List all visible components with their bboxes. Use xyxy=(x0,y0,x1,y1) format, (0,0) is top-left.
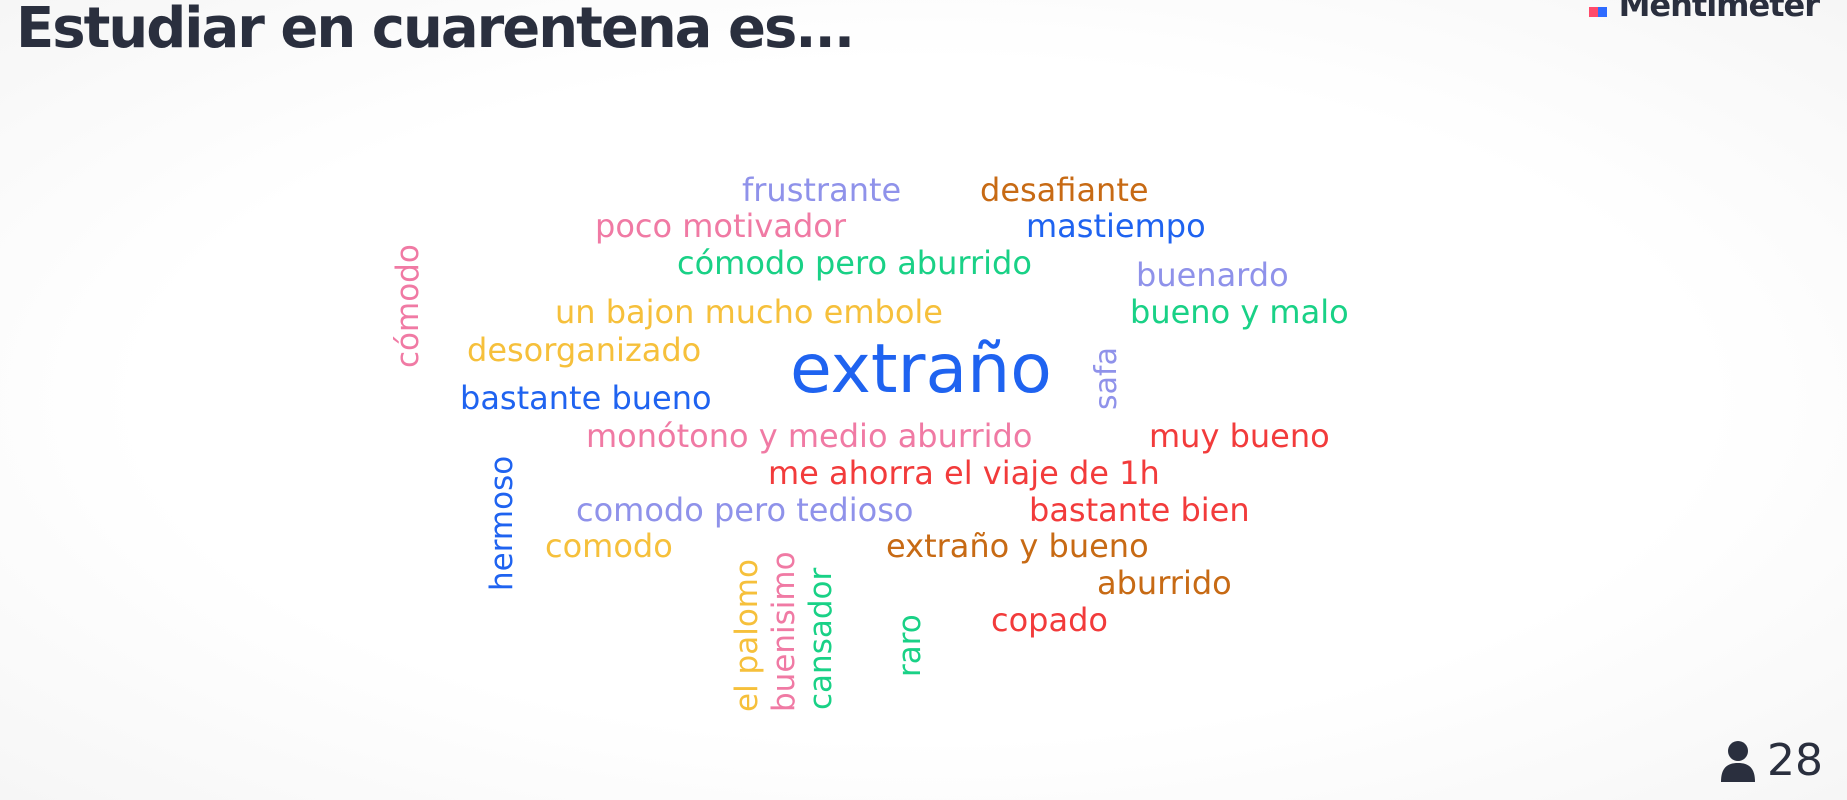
word-cloud-word: raro xyxy=(892,614,928,677)
word-cloud-word: extraño xyxy=(790,330,1052,409)
word-cloud-word: cansador xyxy=(803,567,839,710)
word-cloud-word: comodo xyxy=(545,527,673,565)
brand: Mentimeter xyxy=(1588,0,1820,24)
word-cloud-word: me ahorra el viaje de 1h xyxy=(768,454,1160,492)
word-cloud-word: desorganizado xyxy=(467,331,702,369)
word-cloud-word: mastiempo xyxy=(1026,207,1206,245)
word-cloud-word: safa xyxy=(1089,347,1124,410)
person-icon xyxy=(1721,740,1755,782)
word-cloud-word: copado xyxy=(991,601,1108,639)
word-cloud-word: desafiante xyxy=(980,171,1149,209)
participant-count-value: 28 xyxy=(1767,735,1823,786)
word-cloud-word: comodo pero tedioso xyxy=(576,491,914,529)
word-cloud-word: buenardo xyxy=(1136,256,1289,294)
word-cloud-word: muy bueno xyxy=(1149,417,1330,455)
slide-title: Estudiar en cuarentena es... xyxy=(16,0,855,61)
word-cloud-word: cómodo xyxy=(390,244,426,368)
participant-count: 28 xyxy=(1719,735,1823,786)
word-cloud-word: aburrido xyxy=(1097,564,1232,602)
mentimeter-logo-icon xyxy=(1588,0,1613,17)
word-cloud-word: monótono y medio aburrido xyxy=(586,417,1033,455)
word-cloud-word: extraño y bueno xyxy=(886,527,1149,565)
word-cloud-word: cómodo pero aburrido xyxy=(677,244,1032,282)
word-cloud-word: buenisimo xyxy=(766,551,802,712)
word-cloud-word: bastante bien xyxy=(1029,491,1250,529)
word-cloud-word: bastante bueno xyxy=(460,379,712,417)
word-cloud-word: poco motivador xyxy=(595,207,847,245)
word-cloud-word: hermoso xyxy=(484,455,520,591)
word-cloud-word: bueno y malo xyxy=(1130,293,1349,331)
brand-name: Mentimeter xyxy=(1618,0,1820,24)
word-cloud-word: frustrante xyxy=(742,171,902,209)
word-cloud-word: un bajon mucho embole xyxy=(555,293,943,331)
word-cloud-word: el palomo xyxy=(729,559,765,712)
